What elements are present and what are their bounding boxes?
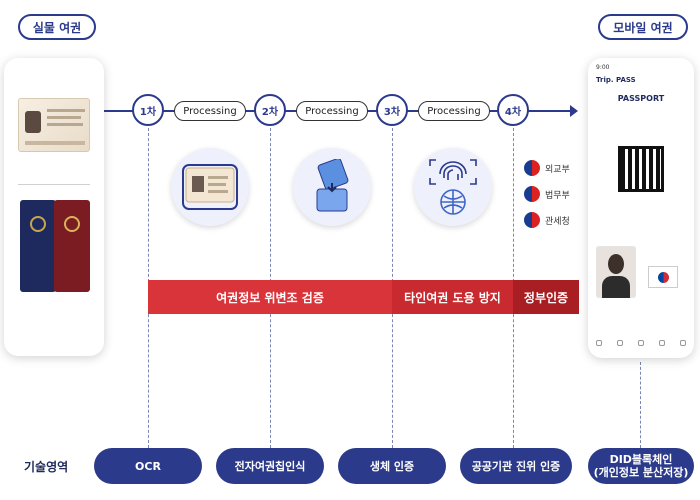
dashed-line-5 xyxy=(640,362,641,448)
holder-photo xyxy=(596,246,636,298)
bottom-nav xyxy=(596,340,686,348)
physical-passport-device xyxy=(4,58,104,356)
id-photo xyxy=(25,111,41,133)
qr-code-icon xyxy=(618,146,664,192)
verification-bar-forgery: 여권정보 위변조 검증 xyxy=(148,280,392,314)
step-2: 2차 xyxy=(254,94,286,126)
passport-book-red xyxy=(54,200,90,292)
nav-icon[interactable] xyxy=(617,340,623,346)
processing-3: Processing xyxy=(418,101,490,121)
ocr-scan-illustration xyxy=(171,148,249,226)
korea-emblem-icon xyxy=(524,186,540,202)
verification-bar-gov-auth: 정부인증 xyxy=(513,280,579,314)
step-4: 4차 xyxy=(497,94,529,126)
mobile-passport-label: 모바일 여권 xyxy=(598,14,688,40)
verification-bar-identity-theft: 타인여권 도용 방지 xyxy=(392,280,513,314)
tech-ocr: OCR xyxy=(94,448,202,484)
app-name: Trip. PASS xyxy=(596,76,636,84)
gov-agency-2: 법무부 xyxy=(524,186,570,202)
mobile-passport-device: 9:00 Trip. PASS PASSPORT xyxy=(588,58,694,358)
biometric-illustration xyxy=(414,148,492,226)
nav-icon[interactable] xyxy=(680,340,686,346)
tech-area-label: 기술영역 xyxy=(24,460,69,474)
korea-emblem-icon xyxy=(524,160,540,176)
divider xyxy=(18,184,90,185)
tech-chip-recognition: 전자여권칩인식 xyxy=(216,448,324,484)
gov-agency-3: 관세청 xyxy=(524,212,570,228)
nav-icon[interactable] xyxy=(638,340,644,346)
gov-agency-1: 외교부 xyxy=(524,160,570,176)
chip-read-illustration xyxy=(293,148,371,226)
id-card-image xyxy=(18,98,90,152)
tech-did-blockchain: DID블록체인 (개인정보 분산저장) xyxy=(588,448,694,484)
step-3: 3차 xyxy=(376,94,408,126)
step-1: 1차 xyxy=(132,94,164,126)
passport-title: PASSPORT xyxy=(617,94,665,103)
nav-icon[interactable] xyxy=(659,340,665,346)
processing-1: Processing xyxy=(174,101,246,121)
korea-emblem-icon xyxy=(524,212,540,228)
korea-flag-icon xyxy=(648,266,678,288)
passport-book-navy xyxy=(20,200,56,292)
physical-passport-label: 실물 여권 xyxy=(18,14,96,40)
nav-icon[interactable] xyxy=(596,340,602,346)
status-time: 9:00 xyxy=(596,64,610,71)
processing-2: Processing xyxy=(296,101,368,121)
tech-biometric: 생체 인증 xyxy=(338,448,446,484)
flow-arrow-icon xyxy=(570,105,578,117)
tech-public-verification: 공공기관 진위 인증 xyxy=(460,448,572,484)
